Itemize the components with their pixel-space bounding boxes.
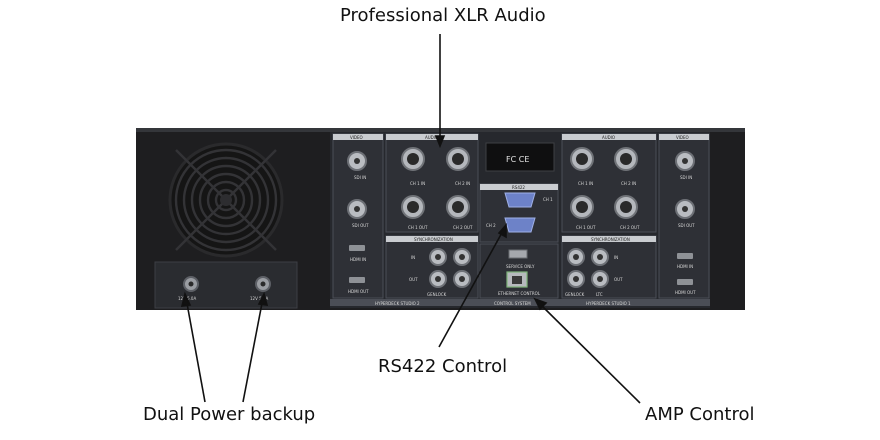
bnc-sync-out-bottom-left <box>429 270 447 288</box>
genlock-left-label: GENLOCK <box>427 292 447 297</box>
sdi-out-right-label: SDI OUT <box>678 223 695 228</box>
service-only-label: SERVICE ONLY <box>506 264 535 269</box>
hdmi-out-right <box>677 279 693 285</box>
sync-out-left-label: OUT <box>409 277 418 282</box>
power-connector-1 <box>183 276 199 292</box>
hdmi-in-right <box>677 253 693 259</box>
xlr-ch2-out-left <box>446 195 470 219</box>
ethernet-control-label: ETHERNET CONTROL <box>498 291 541 296</box>
rs422-port-ch1 <box>504 192 536 208</box>
sync-right-label: SYNCHRONIZATION <box>591 237 630 242</box>
callout-xlr-audio: Professional XLR Audio <box>340 5 546 26</box>
ch1-in-right-label: CH 1 IN <box>578 181 593 186</box>
bnc-sync-in-top-left <box>429 248 447 266</box>
regulatory-label <box>485 142 555 172</box>
rs422-leader-line <box>438 228 505 348</box>
callout-amp-control: AMP Control <box>645 404 755 425</box>
xlr-ch1-out-left <box>401 195 425 219</box>
video-right-label: VIDEO <box>676 135 689 140</box>
ch2-out-right-label: CH 2 OUT <box>620 225 640 230</box>
ch2-out-left-label: CH 2 OUT <box>453 225 473 230</box>
ch2-in-left-label: CH 2 IN <box>455 181 470 186</box>
power-spec-label-2: 12V 5.0A <box>250 296 268 301</box>
sync-left-label: SYNCHRONIZATION <box>414 237 453 242</box>
usb-service-port <box>508 249 528 259</box>
hdmi-out-right-label: HDMI OUT <box>675 290 696 295</box>
bnc-sdi-in-left <box>347 151 367 171</box>
bnc-sdi-out-left <box>347 199 367 219</box>
rs422-panel-label: RS422 <box>512 185 525 190</box>
bnc-sdi-in-right <box>675 151 695 171</box>
sdi-in-left-label: SDI IN <box>354 175 366 180</box>
sync-panel-right <box>561 235 657 299</box>
sync-out-right-label: OUT <box>614 277 623 282</box>
bottom-right-label: HYPERDECK STUDIO 1 <box>586 301 631 306</box>
bnc-sync-in-top-right <box>453 248 471 266</box>
bnc-sync-right-bl <box>567 270 585 288</box>
xlr-ch1-in-right <box>570 147 594 171</box>
bottom-left-label: HYPERDECK STUDIO 2 <box>375 301 420 306</box>
hdmi-in-right-label: HDMI IN <box>677 264 693 269</box>
power-connector-2 <box>255 276 271 292</box>
rs422-ch2-label: CH 2 <box>486 223 496 228</box>
ch2-in-right-label: CH 2 IN <box>621 181 636 186</box>
control-panel <box>479 243 559 299</box>
hdmi-in-left-label: HDMI IN <box>350 257 366 262</box>
video-left-label: VIDEO <box>350 135 363 140</box>
xlr-ch1-in-left <box>401 147 425 171</box>
xlr-ch2-in-right <box>614 147 638 171</box>
genlock-right-label: GENLOCK <box>565 292 585 297</box>
bnc-sync-out-bottom-right <box>453 270 471 288</box>
power-leader-line-2 <box>242 297 264 403</box>
fcc-ce-mark: FC CE <box>506 155 529 164</box>
bnc-sync-right-tl <box>567 248 585 266</box>
bottom-label-strip <box>330 299 710 306</box>
ch1-out-left-label: CH 1 OUT <box>408 225 428 230</box>
bnc-sdi-out-right <box>675 199 695 219</box>
sdi-in-right-label: SDI IN <box>680 175 692 180</box>
callout-dual-power-backup: Dual Power backup <box>143 404 316 425</box>
bnc-sync-right-br <box>591 270 609 288</box>
hdmi-out-left-label: HDMI OUT <box>348 289 369 294</box>
sdi-out-left-label: SDI OUT <box>352 223 369 228</box>
power-leader-line-1 <box>185 297 206 403</box>
sync-in-left-label: IN <box>411 255 415 260</box>
sync-panel-left <box>385 235 479 299</box>
audio-right-label: AUDIO <box>602 135 615 140</box>
xlr-ch2-out-right <box>614 195 638 219</box>
hdmi-in-left <box>349 245 365 251</box>
audio-left-label: AUDIO <box>425 135 438 140</box>
power-section <box>154 261 298 309</box>
bottom-mid-label: CONTROL SYSTEM <box>494 301 531 306</box>
hdmi-out-left <box>349 277 365 283</box>
xlr-ch2-in-left <box>446 147 470 171</box>
ch1-out-right-label: CH 1 OUT <box>576 225 596 230</box>
xlr-ch1-out-right <box>570 195 594 219</box>
amp-leader-line <box>537 301 641 404</box>
rs422-port-ch2 <box>504 217 536 233</box>
callout-rs422-control: RS422 Control <box>378 356 508 377</box>
sync-in-right-label: IN <box>614 255 618 260</box>
bnc-sync-right-tr <box>591 248 609 266</box>
ltc-label: LTC <box>596 292 603 297</box>
rs422-ch1-label: CH 1 <box>543 197 553 202</box>
ch1-in-left-label: CH 1 IN <box>410 181 425 186</box>
cooling-fan <box>168 142 284 258</box>
